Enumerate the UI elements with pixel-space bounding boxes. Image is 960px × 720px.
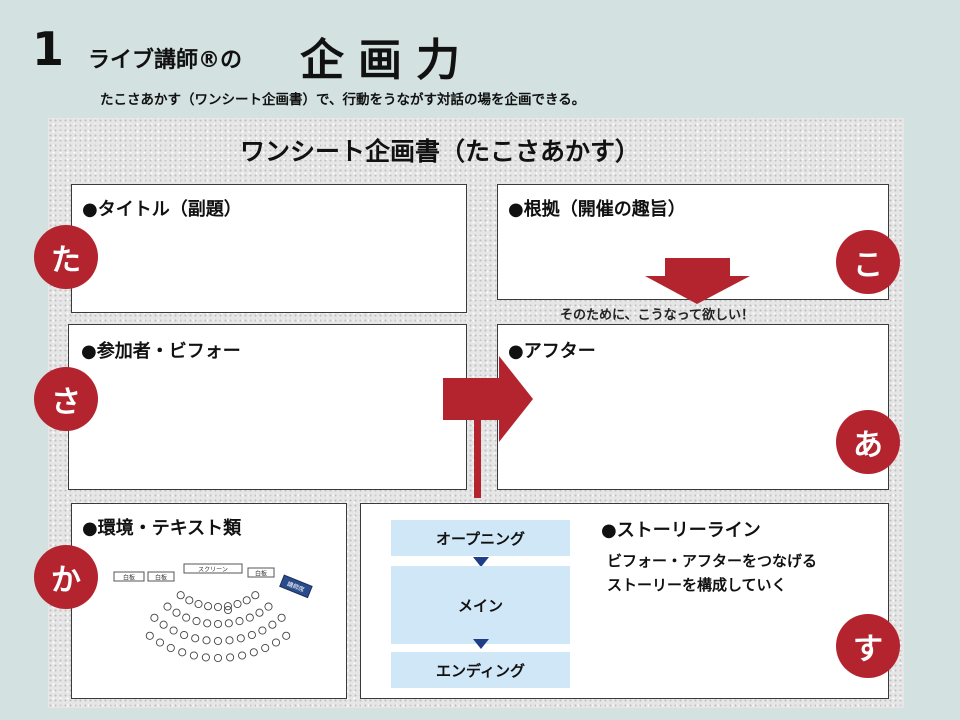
phase-arrow-icon: [473, 639, 489, 649]
seat: [194, 599, 203, 609]
seat: [255, 608, 264, 617]
seat: [282, 631, 291, 640]
storyline-description: ビフォー・アフターをつなげる ストーリーを構成していく: [607, 549, 817, 597]
seat: [235, 617, 244, 626]
seat: [182, 613, 191, 622]
letter-badge-a: あ: [836, 410, 900, 474]
seat: [277, 613, 286, 622]
page-title: ライブ講師®の: [88, 48, 243, 73]
seat: [180, 630, 189, 640]
seat: [172, 608, 181, 617]
seat: [201, 653, 210, 662]
seat: [245, 613, 254, 622]
letter-badge-ka: か: [34, 545, 98, 609]
letter-badge-su: す: [836, 614, 900, 678]
seat: [203, 619, 212, 628]
storyline-description-line-1: ビフォー・アフターをつなげる: [607, 552, 818, 570]
seat: [192, 617, 201, 626]
seat: [251, 591, 260, 600]
reason-box-label: ●根拠（開催の趣旨）: [508, 199, 686, 220]
seat: [223, 602, 232, 611]
seat: [191, 634, 200, 643]
after-box: ●アフター: [497, 324, 889, 490]
sheet-title: ワンシート企画書（たこさあかす）: [240, 137, 641, 166]
seat: [261, 643, 270, 653]
section-number: 1: [32, 22, 65, 76]
page-subtitle: たこさあかす（ワンシート企画書）で、行動をうながす対話の場を企画できる。: [100, 92, 586, 108]
after-box-label: ●アフター: [508, 341, 596, 362]
seat: [213, 636, 223, 646]
desk-left-2-label: 白板: [155, 574, 167, 582]
environment-box-label: ●環境・テキスト類: [82, 518, 242, 539]
seat: [236, 634, 245, 643]
seat: [169, 626, 178, 635]
seat: [155, 638, 165, 647]
seat: [189, 651, 198, 660]
phase-main: メイン: [391, 566, 570, 644]
room-layout-diagram: 白板 白板 スクリーン 白板 講師席: [113, 563, 313, 663]
seat: [163, 602, 172, 611]
storyline-description-line-2: ストーリーを構成していく: [607, 576, 787, 594]
seat: [185, 596, 194, 605]
seat: [204, 602, 213, 611]
down-arrow-icon: [645, 258, 750, 304]
storyline-box-label: ●ストーリーライン: [601, 520, 761, 541]
phase-ending: エンディング: [391, 652, 570, 688]
connector-line: [474, 420, 481, 498]
seat: [249, 648, 258, 657]
screen-label: スクリーン: [198, 567, 228, 574]
title-box: ●タイトル（副題）: [71, 184, 467, 313]
seat: [233, 599, 242, 609]
phase-arrow-icon: [473, 557, 489, 567]
page-title-big: 企画力: [300, 35, 474, 86]
seat: [145, 631, 154, 640]
title-box-label: ●タイトル（副題）: [82, 199, 242, 220]
seat: [238, 651, 247, 660]
seat: [213, 619, 223, 629]
participants-box-label: ●参加者・ビフォー: [81, 341, 241, 362]
seat: [224, 619, 233, 628]
seat: [226, 653, 235, 662]
participants-box: ●参加者・ビフォー: [68, 324, 467, 490]
letter-badge-ta: た: [34, 225, 98, 289]
seat: [176, 591, 185, 600]
desk-left-1-label: 白板: [123, 574, 135, 582]
seat: [264, 602, 273, 611]
seat: [271, 638, 281, 647]
seat: [213, 653, 223, 663]
letter-badge-ko: こ: [836, 230, 900, 294]
seat: [178, 648, 187, 657]
bridge-text: そのために、こうなって欲しい！: [560, 308, 754, 323]
seat: [268, 620, 277, 629]
seat: [223, 605, 233, 615]
seat: [247, 630, 256, 640]
seat: [225, 636, 234, 645]
letter-badge-sa: さ: [34, 367, 98, 431]
phase-opening: オープニング: [391, 520, 570, 556]
seat: [159, 620, 168, 629]
seat: [150, 613, 159, 622]
seat: [166, 643, 175, 653]
seat: [213, 602, 223, 612]
seat: [242, 596, 251, 605]
right-arrow-icon: [443, 356, 533, 442]
audience-seats: [145, 591, 291, 663]
environment-box: ●環境・テキスト類 白板 白板 スクリーン 白板 講師席: [71, 503, 347, 699]
seat: [258, 626, 267, 635]
seat: [202, 636, 211, 645]
desk-right-label: 白板: [255, 570, 267, 578]
